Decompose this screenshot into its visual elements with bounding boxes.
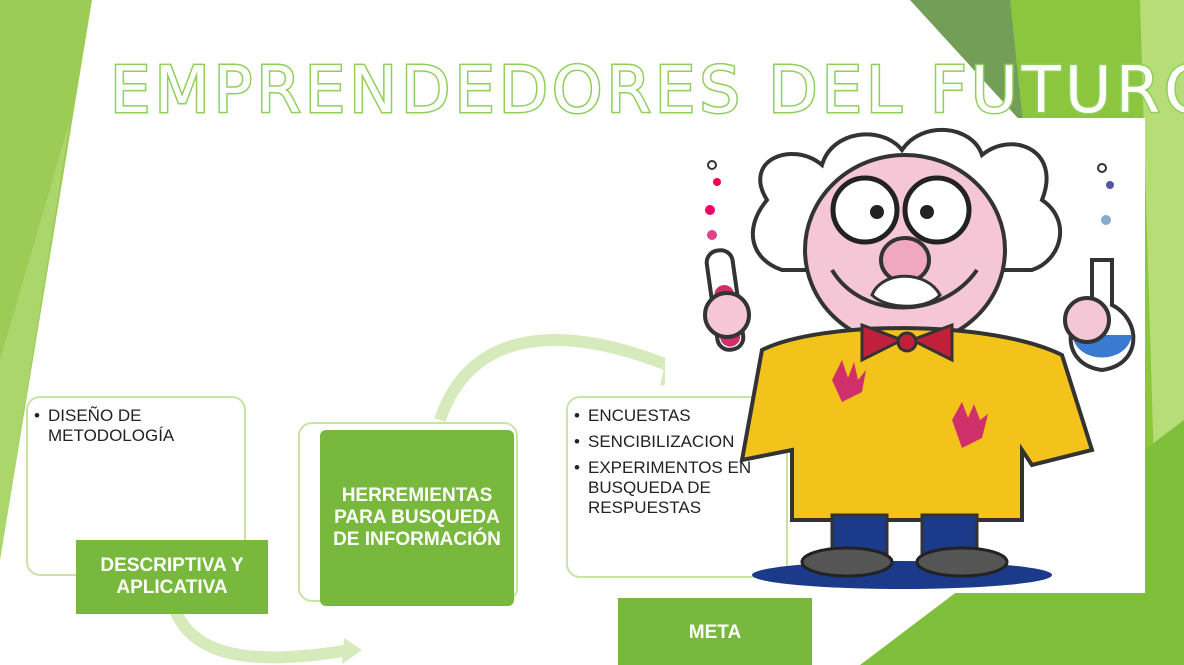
bullet-item: DISEÑO DE METODOLOGÍA [34, 406, 208, 446]
left-wedge-light [0, 120, 70, 560]
bullet-item: ENCUESTAS [574, 406, 780, 426]
step-label-2: HERREMIENTAS PARA BUSQUEDA DE INFORMACIÓ… [320, 430, 514, 606]
step-label-3: META [618, 598, 812, 665]
step-1-bullets: DISEÑO DE METODOLOGÍA [34, 406, 238, 446]
arrow-bottom-head [342, 638, 362, 664]
arrow-bottom [169, 607, 351, 664]
left-wedge [0, 0, 92, 560]
scientist-cartoon-icon [703, 127, 1136, 589]
bullet-item: SENCIBILIZACION [574, 432, 780, 452]
step-3-bullets: ENCUESTAS SENCIBILIZACION EXPERIMENTOS E… [574, 406, 780, 518]
step-label-1: DESCRIPTIVA Y APLICATIVA [76, 540, 268, 614]
arrow-top [434, 334, 683, 422]
bullet-item: EXPERIMENTOS EN BUSQUEDA DE RESPUESTAS [574, 458, 778, 518]
slide-title: EMPRENDEDORES DEL FUTURO [108, 53, 1184, 130]
